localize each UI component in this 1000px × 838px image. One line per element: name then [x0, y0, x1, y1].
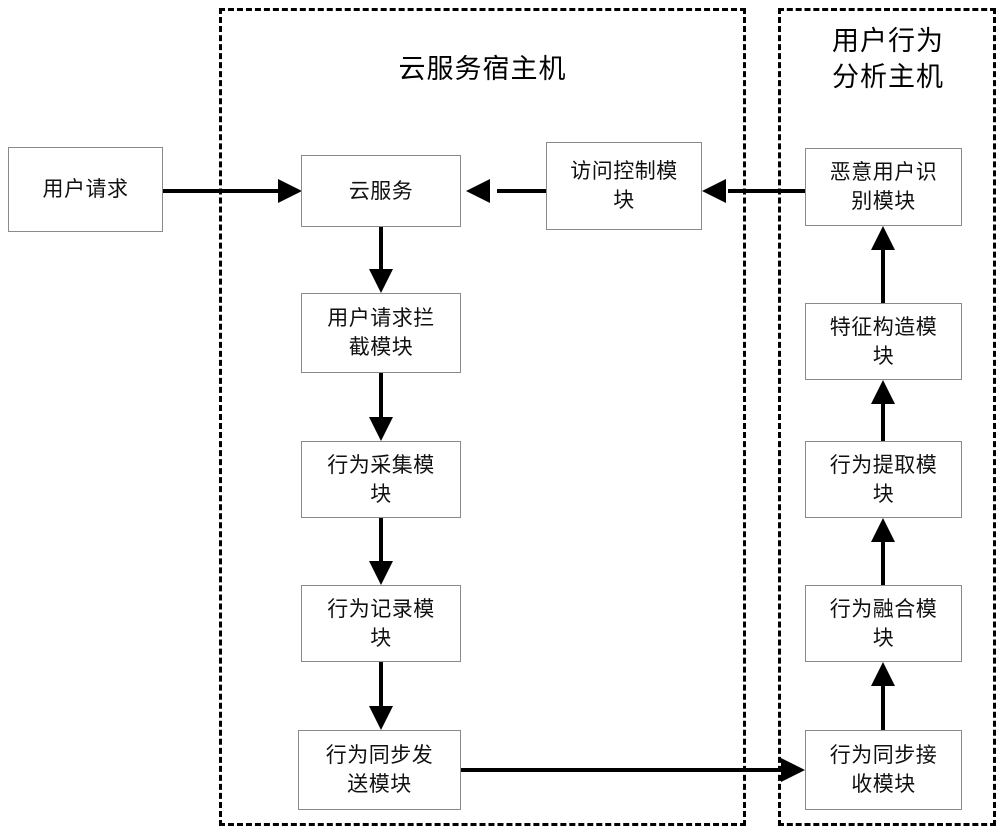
node-behavior-sync-receive-module-label: 行为同步接 收模块 — [829, 743, 938, 796]
node-behavior-fusion-module[interactable]: 行为融合模 块 — [805, 585, 962, 662]
node-malicious-user-identification-module[interactable]: 恶意用户识 别模块 — [805, 148, 962, 226]
arrowhead-request-intercept-to-behavior-collect — [369, 417, 393, 441]
edge-behavior-receive-to-behavior-fusion — [881, 686, 885, 730]
node-behavior-sync-send-module[interactable]: 行为同步发 送模块 — [298, 730, 461, 810]
node-feature-construction-module-label: 特征构造模 块 — [829, 314, 938, 368]
container-cloud-host-title: 云服务宿主机 — [398, 54, 567, 85]
arrowhead-malicious-user-to-access-control — [702, 179, 726, 203]
node-access-control-module[interactable]: 访问控制模 块 — [546, 142, 702, 230]
node-malicious-user-identification-module-label: 恶意用户识 别模块 — [829, 160, 938, 213]
edge-behavior-fusion-to-behavior-extract — [881, 542, 885, 586]
node-feature-construction-module[interactable]: 特征构造模 块 — [805, 303, 962, 380]
container-analysis-host — [778, 8, 996, 826]
node-user-request[interactable]: 用户请求 — [8, 147, 163, 232]
container-analysis-host-title: 用户行为 分析主机 — [832, 26, 944, 93]
edge-behavior-send-to-behavior-receive — [461, 768, 783, 772]
edge-cloud-service-to-request-intercept — [379, 227, 383, 273]
arrowhead-behavior-collect-to-behavior-record — [369, 561, 393, 585]
node-behavior-sync-send-module-label: 行为同步发 送模块 — [325, 743, 434, 796]
arrowhead-cloud-service-to-request-intercept — [369, 269, 393, 293]
arrowhead-behavior-send-to-behavior-receive — [781, 758, 805, 782]
node-user-request-intercept-module-label: 用户请求拦 截模块 — [327, 306, 435, 359]
node-behavior-extraction-module[interactable]: 行为提取模 块 — [805, 441, 962, 518]
arrowhead-user-request-to-cloud-service — [278, 179, 302, 203]
edge-behavior-extract-to-feature-construct — [881, 404, 885, 442]
edge-access-control-to-cloud-service — [497, 189, 546, 193]
arrowhead-feature-construct-to-malicious-user — [871, 226, 895, 250]
node-cloud-service-label: 云服务 — [348, 178, 414, 203]
node-behavior-collection-module[interactable]: 行为采集模 块 — [301, 441, 461, 518]
node-behavior-record-module[interactable]: 行为记录模 块 — [301, 585, 461, 662]
container-cloud-host — [219, 8, 746, 826]
edge-behavior-record-to-behavior-send — [379, 662, 383, 708]
node-behavior-sync-receive-module[interactable]: 行为同步接 收模块 — [805, 730, 962, 810]
edge-behavior-collect-to-behavior-record — [379, 518, 383, 564]
node-user-request-intercept-module[interactable]: 用户请求拦 截模块 — [301, 293, 461, 373]
arrowhead-behavior-fusion-to-behavior-extract — [871, 518, 895, 542]
node-behavior-collection-module-label: 行为采集模 块 — [327, 452, 435, 506]
arrowhead-behavior-receive-to-behavior-fusion — [871, 662, 895, 686]
node-behavior-fusion-module-label: 行为融合模 块 — [829, 596, 938, 650]
edge-request-intercept-to-behavior-collect — [379, 373, 383, 419]
node-user-request-label: 用户请求 — [42, 177, 129, 202]
arrowhead-access-control-to-cloud-service — [466, 179, 490, 203]
node-behavior-record-module-label: 行为记录模 块 — [327, 596, 435, 650]
node-behavior-extraction-module-label: 行为提取模 块 — [829, 452, 938, 506]
arrowhead-behavior-record-to-behavior-send — [369, 706, 393, 730]
edge-user-request-to-cloud-service — [163, 189, 281, 193]
node-cloud-service[interactable]: 云服务 — [301, 155, 461, 227]
edge-malicious-user-to-access-control — [728, 189, 806, 193]
edge-feature-construct-to-malicious-user — [881, 250, 885, 304]
arrowhead-behavior-extract-to-feature-construct — [871, 380, 895, 404]
node-access-control-module-label: 访问控制模 块 — [570, 159, 678, 212]
